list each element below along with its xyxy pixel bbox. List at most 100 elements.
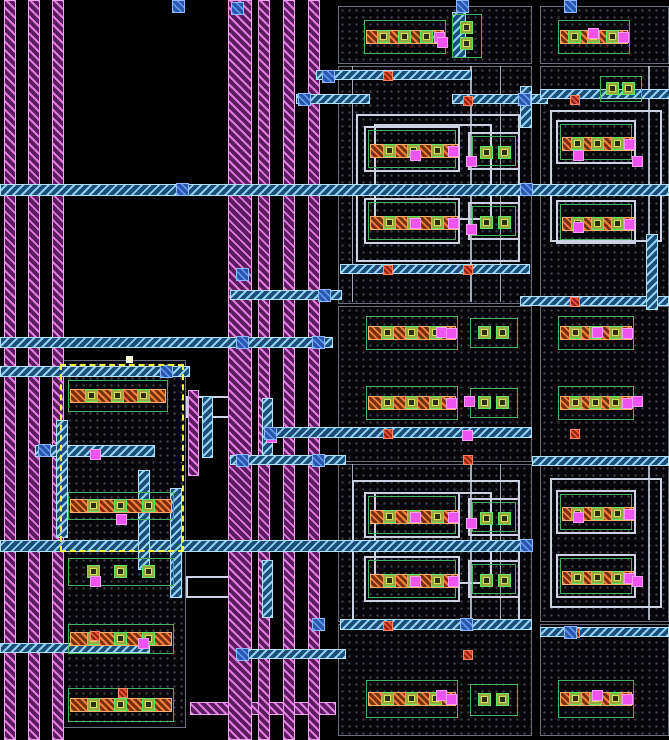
via-magenta: [464, 396, 475, 407]
via-magenta: [90, 576, 101, 587]
via-magenta: [624, 139, 635, 150]
routing-track-line: [648, 464, 650, 620]
via-magenta: [466, 224, 477, 235]
metal1-rail-vertical[interactable]: [188, 390, 199, 476]
diffusion-outline: [470, 388, 518, 418]
transistor-device[interactable]: [468, 316, 520, 350]
via-magenta: [466, 518, 477, 529]
transistor-device[interactable]: [364, 678, 460, 720]
metal2-wire-horizontal[interactable]: [540, 627, 669, 637]
transistor-device[interactable]: [364, 314, 460, 352]
transistor-device[interactable]: [468, 202, 520, 240]
via-metal2: [264, 427, 277, 440]
via-metal2: [236, 336, 249, 349]
contact-via: [85, 389, 98, 402]
via-metal2: [322, 70, 335, 83]
contact-via: [495, 326, 509, 339]
poly-contact: [383, 621, 393, 631]
transistor-device[interactable]: [364, 384, 460, 422]
metal2-wire-vertical[interactable]: [646, 234, 658, 310]
transistor-device[interactable]: [556, 384, 636, 422]
transistor-device[interactable]: [364, 126, 460, 172]
transistor-device[interactable]: [66, 622, 176, 656]
metal2-wire-horizontal[interactable]: [268, 427, 532, 438]
metal2-wire-horizontal[interactable]: [316, 70, 472, 80]
contact-via: [381, 326, 394, 339]
metal2-wire-vertical[interactable]: [202, 396, 213, 458]
transistor-device[interactable]: [556, 490, 636, 534]
transistor-device[interactable]: [362, 18, 448, 56]
poly-contact: [383, 429, 393, 439]
contact-via: [398, 30, 411, 43]
via-magenta: [592, 690, 603, 701]
metal1-rail-vertical[interactable]: [258, 0, 270, 740]
selection-handle[interactable]: [126, 356, 133, 363]
metal2-wire-horizontal[interactable]: [246, 649, 346, 659]
contact-via: [495, 396, 509, 409]
metal2-wire-horizontal[interactable]: [230, 455, 346, 465]
transistor-device[interactable]: [66, 556, 176, 588]
metal2-wire-horizontal[interactable]: [452, 94, 548, 104]
diffusion-outline: [558, 20, 630, 54]
diffusion-outline: [470, 684, 518, 716]
via-magenta: [138, 638, 149, 649]
metal2-wire-horizontal[interactable]: [340, 264, 530, 274]
poly-contact: [570, 429, 580, 439]
transistor-device[interactable]: [364, 492, 460, 538]
via-magenta: [632, 156, 643, 167]
contact-via: [609, 692, 622, 705]
metal2-wire-vertical[interactable]: [56, 420, 68, 538]
contact-via: [381, 396, 394, 409]
via-metal2: [236, 454, 249, 467]
contact-via: [376, 30, 390, 43]
via-metal2: [38, 444, 51, 457]
via-magenta: [448, 512, 459, 523]
poly-contact: [383, 71, 393, 81]
via-magenta: [573, 512, 584, 523]
contact-via: [86, 565, 100, 578]
poly-contact: [90, 631, 100, 641]
metal2-wire-horizontal[interactable]: [230, 290, 342, 300]
contact-via: [480, 216, 494, 229]
transistor-device[interactable]: [556, 120, 636, 164]
metal2-wire-horizontal[interactable]: [532, 456, 669, 466]
via-magenta: [436, 327, 447, 338]
transistor-device[interactable]: [556, 554, 636, 598]
transistor-device[interactable]: [66, 686, 176, 724]
contact-via: [114, 698, 127, 711]
metal2-wire-horizontal[interactable]: [0, 337, 333, 348]
transistor-device[interactable]: [468, 132, 520, 170]
contact-via: [497, 512, 511, 525]
transistor-device[interactable]: [468, 560, 520, 598]
selection-box[interactable]: [60, 364, 184, 552]
diffusion-outline: [472, 136, 516, 166]
metal2-wire-horizontal[interactable]: [0, 366, 190, 377]
contact-via: [571, 137, 584, 150]
metal1-rail-vertical[interactable]: [283, 0, 295, 740]
transistor-device[interactable]: [450, 12, 484, 60]
contact-via: [591, 571, 604, 584]
contact-via: [137, 389, 150, 402]
transistor-device[interactable]: [468, 386, 520, 420]
transistor-device[interactable]: [468, 682, 520, 718]
metal2-wire-vertical[interactable]: [262, 560, 273, 618]
metal2-wire-horizontal[interactable]: [296, 94, 370, 104]
poly-contact: [570, 95, 580, 105]
metal2-wire-horizontal[interactable]: [0, 184, 669, 196]
contact-via: [478, 326, 492, 339]
contact-via: [111, 389, 124, 402]
metal1-rail-vertical[interactable]: [228, 0, 252, 740]
transistor-device[interactable]: [468, 498, 520, 536]
via-metal2: [564, 626, 577, 639]
transistor-device[interactable]: [556, 200, 636, 244]
contact-via: [405, 396, 418, 409]
via-metal2: [312, 336, 325, 349]
contact-via: [480, 574, 494, 587]
metal2-wire-horizontal[interactable]: [340, 619, 532, 630]
metal2-wire-horizontal[interactable]: [540, 89, 669, 99]
transistor-device[interactable]: [66, 378, 170, 414]
via-metal2: [460, 618, 473, 631]
via-magenta: [437, 37, 448, 48]
transistor-device[interactable]: [598, 74, 644, 104]
